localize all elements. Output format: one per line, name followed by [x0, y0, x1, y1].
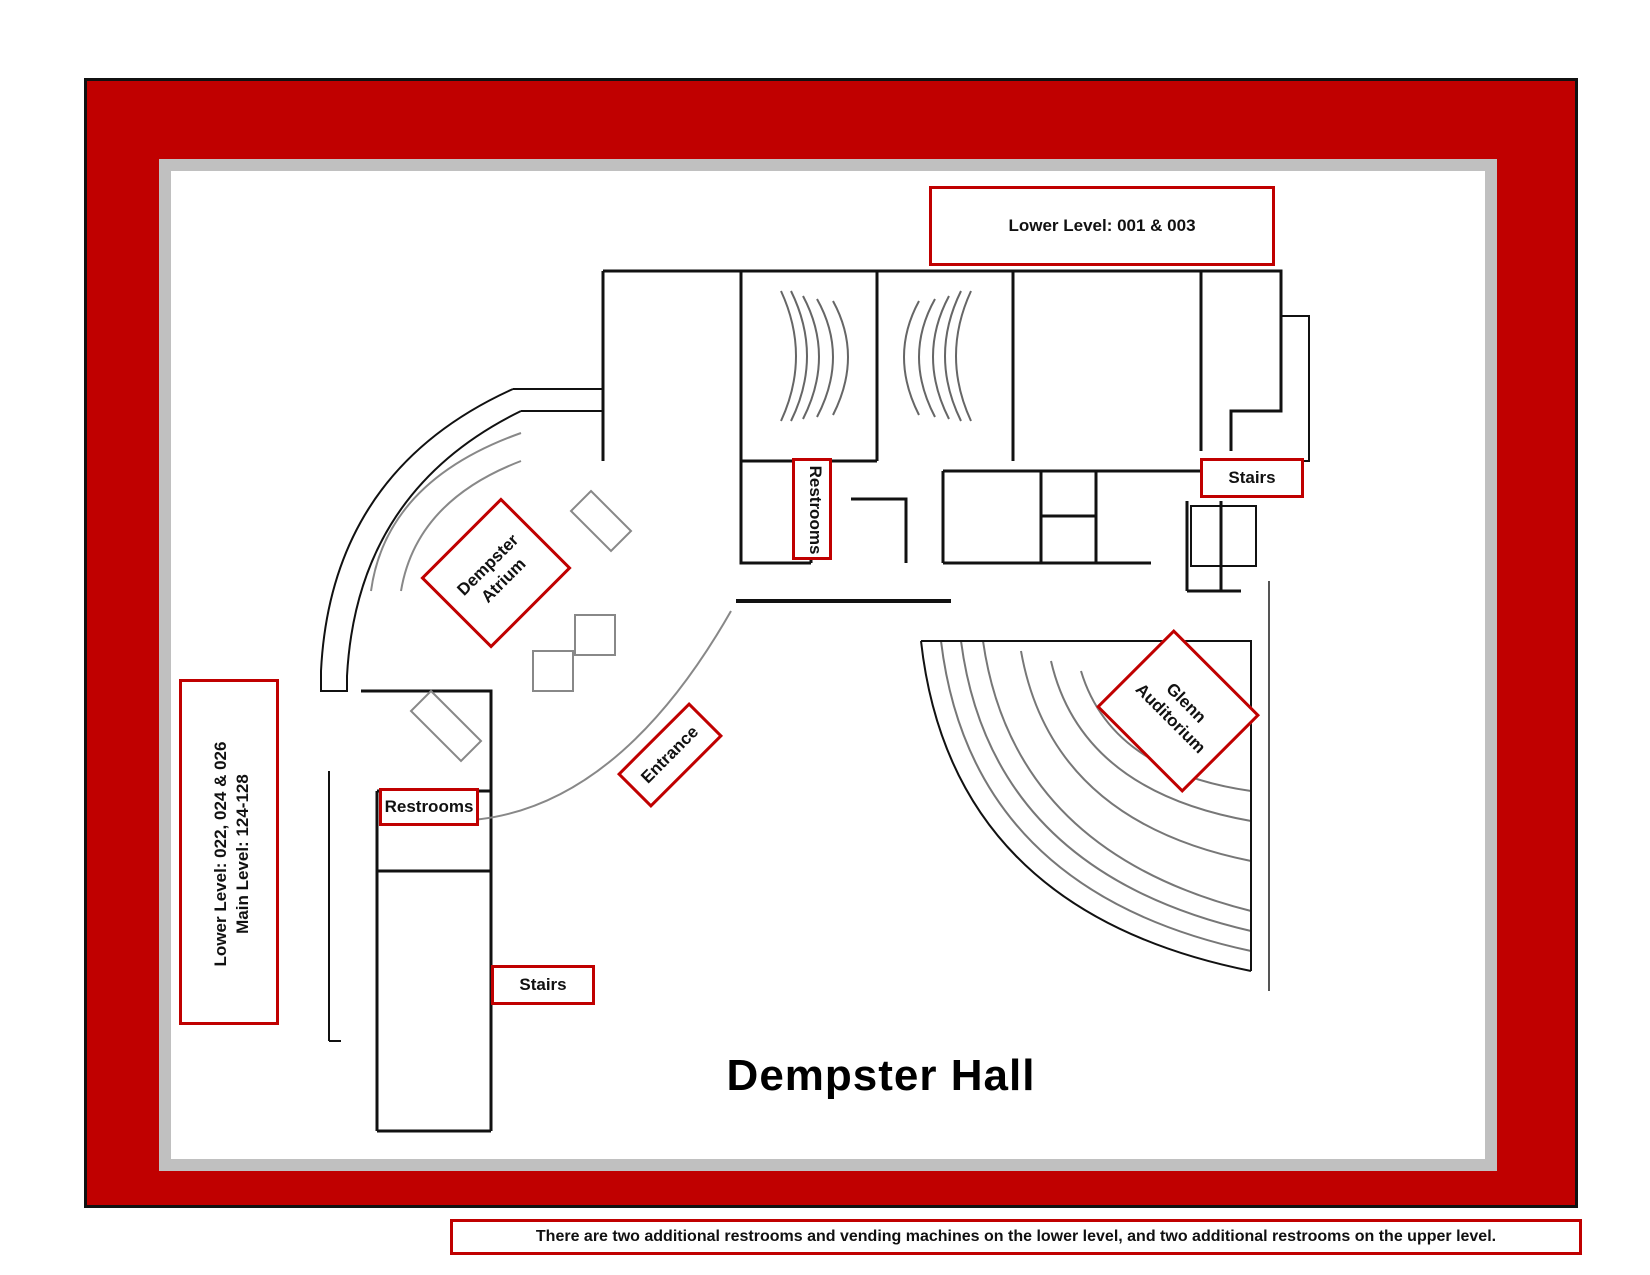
auditorium-arc-3	[982, 640, 1252, 912]
atrium-elevator-2	[532, 650, 574, 692]
atrium-stairs	[409, 489, 633, 763]
east-stair-wall	[1239, 315, 1310, 462]
footnote: There are two additional restrooms and v…	[450, 1219, 1582, 1255]
auditorium-arc-4	[1020, 650, 1252, 862]
east-stair-core	[1190, 505, 1257, 567]
auditorium-outer-arc	[920, 640, 1252, 972]
auditorium-arc-1	[940, 640, 1252, 952]
label-lower-level-top: Lower Level: 001 & 003	[929, 186, 1275, 266]
label-restrooms-south: Restrooms	[379, 788, 479, 826]
map-frame: Lower Level: 001 & 003 Stairs Restrooms …	[84, 78, 1578, 1208]
atrium-west-stub	[320, 671, 348, 692]
auditorium-arc-6	[1080, 670, 1252, 792]
north-corridor-walls	[943, 501, 1241, 593]
lecture-hall-1-seats	[780, 290, 849, 422]
label-stairs-south: Stairs	[491, 965, 595, 1005]
north-office-walls	[851, 469, 1201, 563]
auditorium-arc-5	[1050, 660, 1252, 822]
label-lower-level-west: Lower Level: 022, 024 & 026 Main Level: …	[179, 679, 279, 1025]
atrium-outer-arc	[320, 388, 514, 672]
south-west-wall	[361, 689, 493, 1131]
atrium-bridge	[513, 388, 603, 412]
west-corridor-wall	[328, 771, 341, 1042]
south-restroom-walls	[375, 789, 491, 1133]
atrium-elevator-1	[574, 614, 616, 656]
entrance-arc	[450, 610, 732, 822]
north-room-walls	[739, 271, 1203, 461]
floor-plan: Lower Level: 001 & 003 Stairs Restrooms …	[171, 171, 1485, 1159]
map-title: Dempster Hall	[726, 1051, 1036, 1100]
auditorium-frame	[921, 640, 1252, 971]
atrium-arc-4	[400, 460, 522, 592]
label-restrooms-north: Restrooms	[792, 458, 832, 560]
north-wall	[603, 269, 1283, 451]
auditorium-arc-2	[960, 640, 1252, 932]
atrium-arc-3	[370, 432, 522, 592]
map-mat: Lower Level: 001 & 003 Stairs Restrooms …	[159, 159, 1497, 1171]
atrium-arc-2	[346, 410, 522, 677]
label-stairs-east: Stairs	[1200, 458, 1304, 498]
floor-plan-drawing	[320, 269, 1310, 1133]
lecture-hall-2-seats	[903, 290, 972, 422]
